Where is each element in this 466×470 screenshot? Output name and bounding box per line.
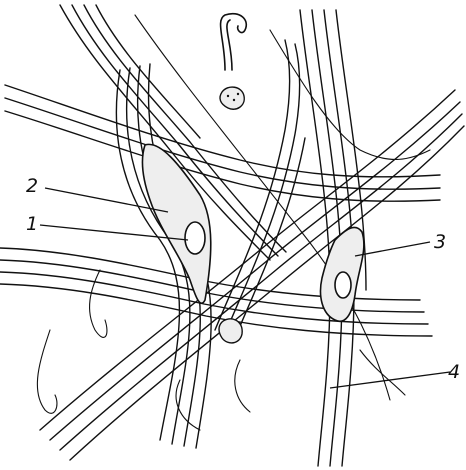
- small-cell-bottom: [219, 319, 242, 343]
- leader-line-3: [355, 242, 430, 256]
- fiber-bundle-long-diagonal: [40, 90, 464, 460]
- label-3: 3: [434, 231, 446, 253]
- small-cell-top: [220, 87, 244, 109]
- fibroblast-nucleus: [185, 222, 205, 254]
- label-2: 2: [26, 175, 38, 197]
- histiocyte-cell: [321, 227, 364, 321]
- leader-line-4: [330, 372, 450, 388]
- hooked-fiber-top: [221, 14, 247, 70]
- fiber-bundle-horizontal-middle: [0, 248, 432, 336]
- label-4: 4: [448, 361, 460, 383]
- collagen-fiber-bundles: [0, 5, 464, 466]
- label-1: 1: [26, 213, 38, 235]
- histiocyte-nucleus: [335, 272, 351, 298]
